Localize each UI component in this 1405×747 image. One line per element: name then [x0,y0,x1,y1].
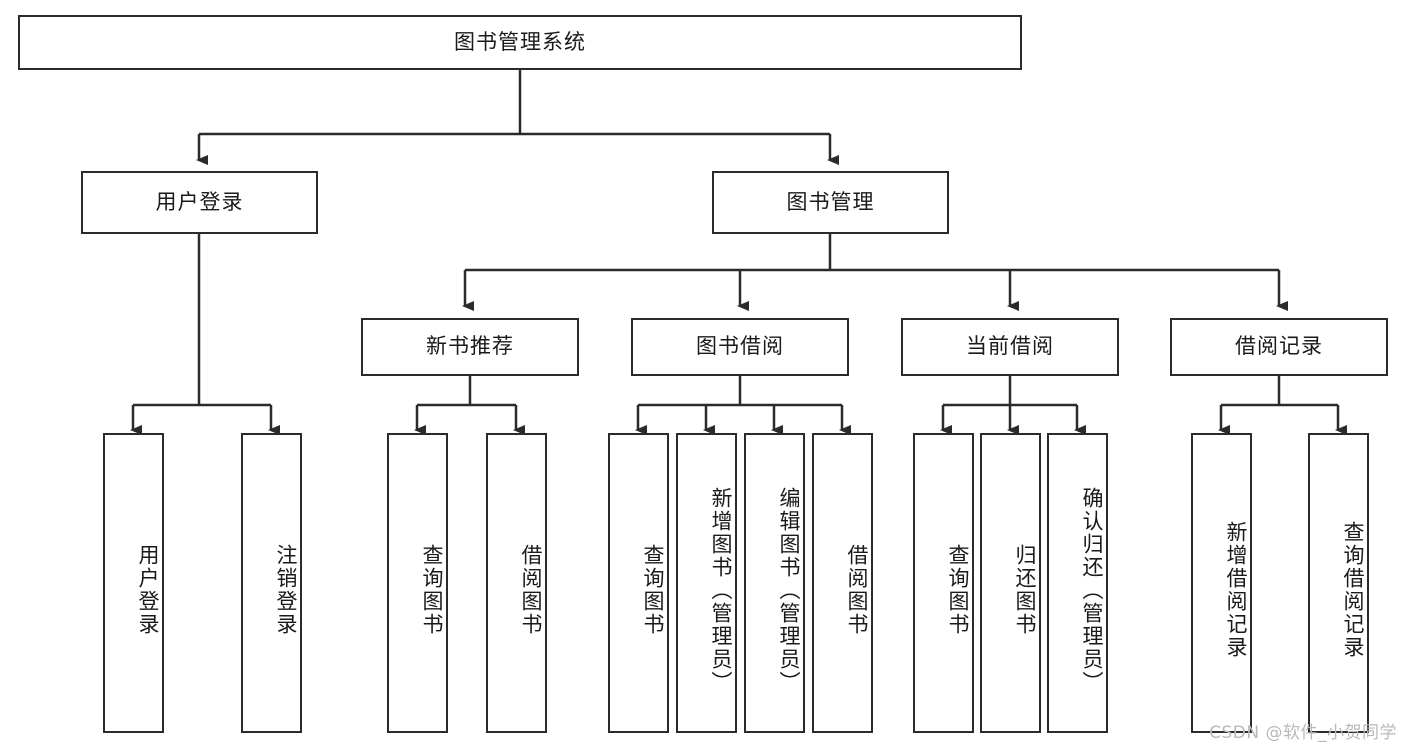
node-user-login[interactable]: 用户登录 [81,171,318,234]
node-label: 查询图书 [420,544,444,636]
node-label: 图书借阅 [696,334,784,359]
node-book-management[interactable]: 图书管理 [712,171,949,234]
leaf-current-confirm-return-admin[interactable]: 确认归还（管理员） [1047,433,1108,733]
leaf-recommend-borrow-book[interactable]: 借阅图书 [486,433,547,733]
node-borrow-record[interactable]: 借阅记录 [1170,318,1388,376]
node-label: 确认归还（管理员） [1080,486,1104,694]
node-label: 归还图书 [1013,544,1037,636]
node-label: 编辑图书（管理员） [777,486,801,694]
node-label: 借阅图书 [519,544,543,636]
node-label: 查询借阅记录 [1341,521,1365,659]
leaf-borrow-borrow-book[interactable]: 借阅图书 [812,433,873,733]
node-label: 借阅图书 [845,544,869,636]
node-label: 查询图书 [641,544,665,636]
node-label: 新书推荐 [426,334,514,359]
node-label: 借阅记录 [1235,334,1323,359]
leaf-record-query-borrow-record[interactable]: 查询借阅记录 [1308,433,1369,733]
leaf-record-add-borrow-record[interactable]: 新增借阅记录 [1191,433,1252,733]
node-label: 用户登录 [155,189,244,214]
node-label: 图书管理系统 [454,29,586,54]
leaf-current-query-book[interactable]: 查询图书 [913,433,974,733]
csdn-watermark: CSDN @软件_小贺同学 [1209,723,1397,743]
node-label: 新增图书（管理员） [709,486,733,694]
leaf-borrow-add-book-admin[interactable]: 新增图书（管理员） [676,433,737,733]
node-label: 图书管理 [786,189,875,214]
leaf-borrow-query-book[interactable]: 查询图书 [608,433,669,733]
node-label: 当前借阅 [966,334,1054,359]
leaf-recommend-query-book[interactable]: 查询图书 [387,433,448,733]
node-label: 用户登录 [136,544,160,636]
node-label: 查询图书 [946,544,970,636]
node-label: 新增借阅记录 [1224,521,1248,659]
node-current-borrow[interactable]: 当前借阅 [901,318,1119,376]
node-book-borrow[interactable]: 图书借阅 [631,318,849,376]
node-root-book-management-system[interactable]: 图书管理系统 [18,15,1022,70]
node-new-book-recommend[interactable]: 新书推荐 [361,318,579,376]
node-label: 注销登录 [274,544,298,636]
leaf-user-login-logout[interactable]: 注销登录 [241,433,302,733]
leaf-current-return-book[interactable]: 归还图书 [980,433,1041,733]
leaf-user-login-login[interactable]: 用户登录 [103,433,164,733]
leaf-borrow-edit-book-admin[interactable]: 编辑图书（管理员） [744,433,805,733]
